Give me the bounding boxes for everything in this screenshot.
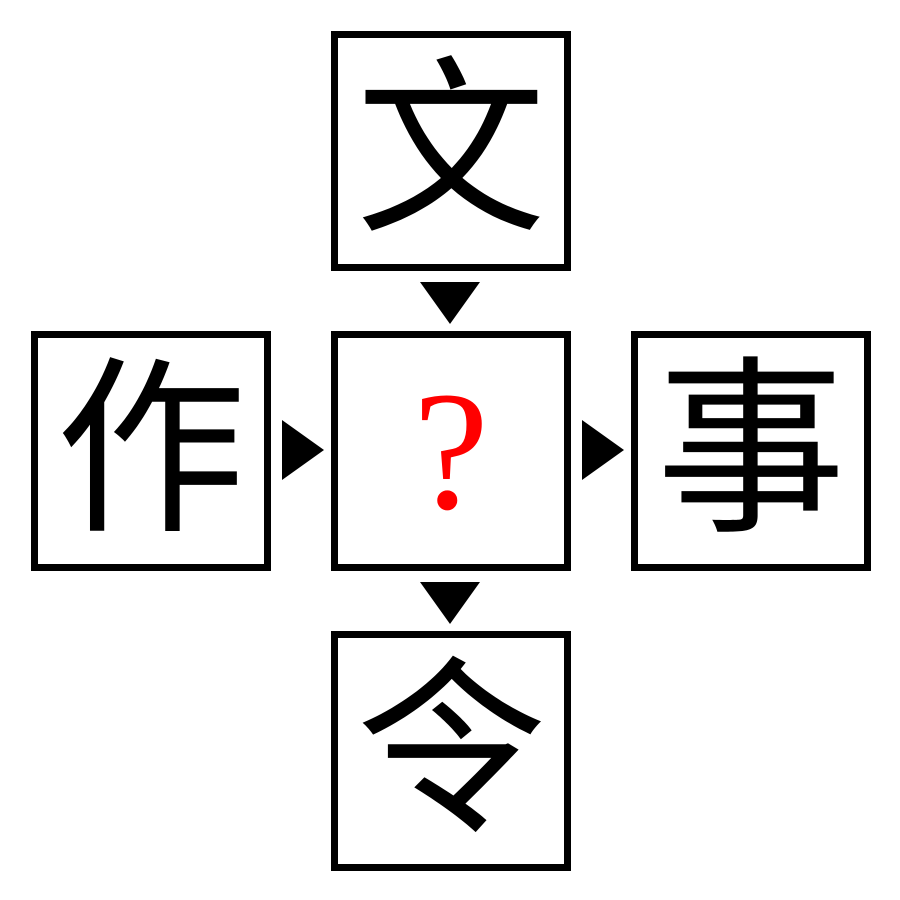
- kanji-box-bottom: 令: [331, 631, 571, 871]
- kanji-top: 文: [355, 40, 546, 261]
- down-arrow-icon: [420, 582, 480, 624]
- kanji-left: 作: [55, 340, 246, 561]
- right-arrow-icon: [582, 420, 624, 480]
- question-mark: ?: [413, 357, 489, 545]
- kanji-bottom: 令: [355, 640, 546, 861]
- right-arrow-icon: [282, 420, 324, 480]
- answer-box[interactable]: ?: [331, 331, 571, 571]
- down-arrow-icon: [420, 282, 480, 324]
- kanji-box-top: 文: [331, 31, 571, 271]
- kanji-box-left: 作: [31, 331, 271, 571]
- kanji-right: 事: [655, 340, 846, 561]
- kanji-box-right: 事: [631, 331, 871, 571]
